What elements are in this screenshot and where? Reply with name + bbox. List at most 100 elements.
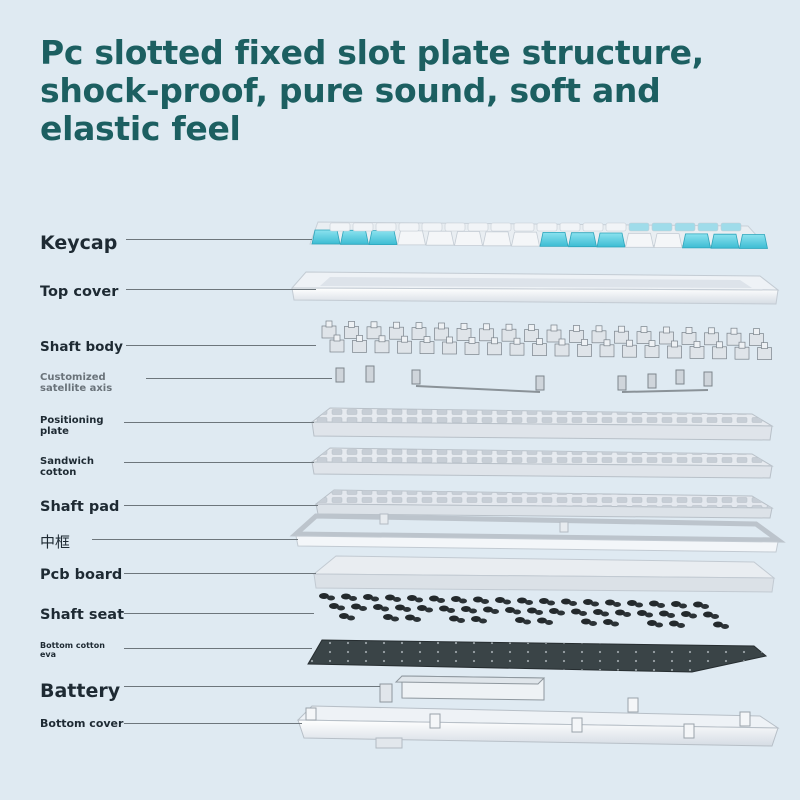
- keycap: [651, 222, 673, 232]
- keycap: [311, 229, 341, 245]
- shaft-seat: [615, 609, 631, 617]
- label-pcb-board: Pcb board: [40, 567, 122, 583]
- label-top-cover-line-1: Top cover: [40, 284, 119, 300]
- shaft-seat: [417, 605, 433, 613]
- switch: [524, 324, 539, 342]
- keycap: [398, 222, 420, 232]
- label-bottom-cotton: Bottom cotton eva: [40, 641, 105, 659]
- shaft-seat: [405, 614, 421, 622]
- shaft-seat: [637, 610, 653, 618]
- keycap: [482, 231, 512, 247]
- shaft-seat: [341, 593, 357, 601]
- shaft-seat: [517, 597, 533, 605]
- shaft-seat: [461, 606, 477, 614]
- label-shaft-pad-line-1: Shaft pad: [40, 499, 120, 515]
- top-cover-layer: [290, 271, 780, 305]
- keycap: [739, 234, 768, 249]
- switch: [397, 335, 412, 354]
- switch: [352, 335, 367, 353]
- switch: [689, 341, 705, 359]
- switch: [389, 321, 404, 340]
- shaft-pad-layer: [314, 489, 774, 519]
- keycap: [467, 222, 489, 232]
- label-middle-frame: 中框: [40, 531, 70, 552]
- keycap: [628, 222, 650, 232]
- shaft-seat: [449, 615, 465, 623]
- switch: [374, 335, 390, 354]
- label-positioning-plate-line-1: Positioning: [40, 415, 104, 426]
- keycap: [397, 230, 426, 246]
- shaft-seat: [385, 594, 401, 602]
- label-battery-line-1: Battery: [40, 680, 121, 702]
- switch: [419, 336, 435, 354]
- shaft-seat: [581, 618, 597, 626]
- switch: [464, 337, 480, 355]
- keycap: [710, 233, 740, 249]
- switch: [329, 334, 345, 353]
- bottom-cover-layer: [296, 697, 780, 749]
- switch: [456, 323, 472, 341]
- shaft-seat: [561, 598, 577, 606]
- keycap: [421, 222, 443, 232]
- label-bottom-cotton-line-1: Bottom cotton: [40, 641, 105, 650]
- label-sandwich-cotton-line-2: cotton: [40, 467, 77, 478]
- keycap: [536, 222, 558, 232]
- switch: [411, 322, 427, 340]
- keycap: [454, 231, 483, 246]
- shaft-seat: [647, 620, 663, 628]
- shaft-seat: [495, 597, 511, 605]
- shaft-seat: [539, 598, 555, 606]
- shaft-body-layer: [321, 320, 772, 360]
- middle-frame-layer: [289, 513, 786, 553]
- switch: [501, 323, 517, 342]
- switch: [509, 337, 525, 356]
- label-shaft-seat: Shaft seat: [40, 607, 124, 623]
- switch: [757, 342, 772, 360]
- keycap: [568, 232, 597, 248]
- switch: [749, 328, 764, 346]
- switch: [321, 320, 337, 339]
- shaft-seat: [339, 613, 355, 621]
- shaft-seat: [451, 596, 467, 604]
- shaft-seat: [671, 601, 687, 609]
- label-positioning-plate: Positioning plate: [40, 415, 103, 437]
- leader-pcb-board: [124, 573, 316, 574]
- leader-bottom-cover: [124, 723, 302, 724]
- shaft-seat: [329, 603, 345, 611]
- keycap-layer: [309, 221, 768, 249]
- bottom-cotton-layer: [307, 639, 768, 673]
- switch: [681, 327, 697, 345]
- label-shaft-body: Shaft body: [40, 340, 123, 354]
- switch: [704, 327, 719, 346]
- shaft-seat: [605, 599, 621, 607]
- label-middle-frame-line-1: 中框: [40, 533, 71, 551]
- shaft-seat: [669, 620, 685, 628]
- leader-shaft-pad: [124, 505, 318, 506]
- label-bottom-cotton-line-2: eva: [40, 650, 57, 659]
- shaft-seat: [505, 607, 521, 615]
- headline-line-3: elastic feel: [40, 109, 241, 148]
- label-pcb-board-line-1: Pcb board: [40, 567, 123, 583]
- shaft-seat: [515, 617, 531, 625]
- switch: [569, 325, 584, 343]
- shaft-seat: [593, 609, 609, 617]
- switch: [614, 325, 629, 344]
- shaft-seat: [439, 605, 455, 613]
- shaft-seat: [583, 599, 599, 607]
- keycap: [582, 222, 604, 232]
- shaft-seat: [395, 604, 411, 612]
- keycap: [559, 222, 581, 232]
- leader-battery: [124, 686, 380, 687]
- keycap: [682, 233, 711, 249]
- leader-shaft-seat: [124, 613, 314, 614]
- keycap: [605, 222, 627, 232]
- shaft-seat: [383, 614, 399, 622]
- label-shaft-body-line-1: Shaft body: [40, 339, 123, 355]
- shaft-seat: [483, 606, 499, 614]
- label-satellite-axis: Customized satellite axis: [40, 372, 112, 394]
- leader-middle-frame: [92, 539, 298, 540]
- shaft-seat: [603, 619, 619, 627]
- shaft-seat: [429, 595, 445, 603]
